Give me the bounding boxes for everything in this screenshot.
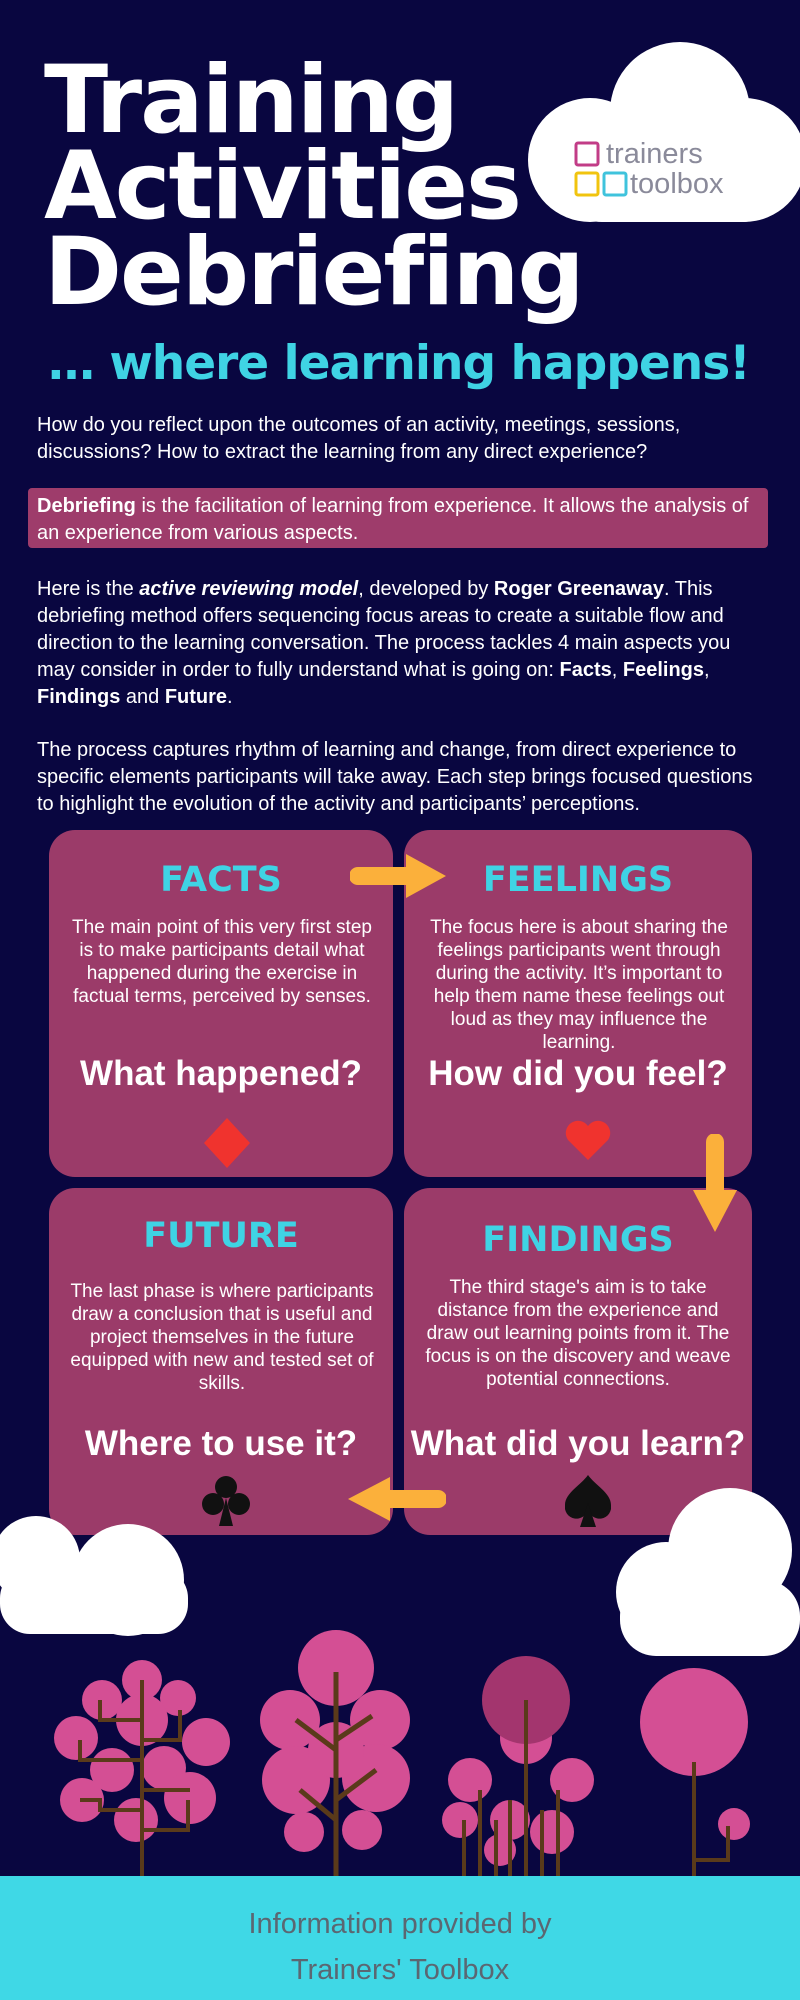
cloud-right-icon (616, 1488, 800, 1656)
tree-4 (640, 1668, 750, 1900)
definition-text: Debriefing is the facilitation of learni… (37, 493, 767, 547)
card-facts-desc: The main point of this very first step i… (72, 917, 372, 1007)
footer-line-2: Trainers' Toolbox (290, 1954, 510, 1986)
rhythm-paragraph: The process captures rhythm of learning … (37, 739, 753, 815)
footer-band (0, 1876, 800, 2000)
definition-term: Debriefing (37, 495, 136, 517)
tree-1 (54, 1660, 230, 1900)
period: . (227, 686, 233, 708)
card-facts: FACTS The main point of this very first … (49, 830, 393, 1177)
heart-icon (565, 1120, 611, 1160)
card-findings-desc: The third stage's aim is to take distanc… (425, 1277, 731, 1390)
arrow-down-icon (693, 1134, 737, 1232)
card-future: FUTURE The last phase is where participa… (49, 1188, 393, 1535)
card-feelings-desc: The focus here is about sharing the feel… (430, 917, 728, 1053)
diamond-icon (204, 1118, 250, 1168)
card-findings-title: FINDINGS (482, 1220, 674, 1260)
title-line-2: Activities (44, 132, 522, 241)
club-icon (202, 1476, 250, 1526)
arrow-right-icon (350, 854, 446, 898)
card-future-question: Where to use it? (84, 1424, 358, 1463)
and-text: and (120, 686, 165, 708)
tagline: … where learning happens! (48, 336, 751, 391)
card-findings-question: What did you learn? (410, 1424, 746, 1463)
definition-rest: is the facilitation of learning from exp… (37, 495, 749, 544)
arrow-left-icon (348, 1477, 446, 1521)
model-text-3: . This debriefing method offers sequenci… (37, 578, 731, 681)
tree-3 (442, 1656, 594, 1890)
card-feelings-title: FEELINGS (482, 860, 674, 900)
term-feelings: Feelings (622, 659, 705, 681)
card-feelings-question: How did you feel? (428, 1054, 728, 1093)
spade-icon (565, 1475, 611, 1527)
title-line-1: Training (44, 46, 459, 155)
model-name: active reviewing model (139, 578, 359, 600)
card-future-title: FUTURE (143, 1216, 299, 1256)
logo-line-2: toolbox (630, 168, 724, 200)
model-text-2: , developed by (358, 578, 494, 600)
logo-line-1: trainers (606, 138, 703, 170)
card-findings: FINDINGS The third stage's aim is to tak… (404, 1188, 752, 1535)
card-future-desc: The last phase is where participants dra… (70, 1281, 374, 1394)
term-findings: Findings (37, 686, 121, 708)
model-paragraph: Here is the active reviewing model, deve… (37, 576, 772, 711)
logo-squares-icon (574, 141, 628, 197)
model-text-1: Here is the (37, 578, 140, 600)
footer-line-1: Information provided by (248, 1908, 552, 1940)
card-facts-question: What happened? (80, 1054, 362, 1093)
intro-question: How do you reflect upon the outcomes of … (37, 414, 681, 463)
cloud-left-icon (0, 1516, 188, 1636)
page-title: Training Activities Debriefing (44, 46, 585, 327)
card-facts-title: FACTS (160, 860, 282, 900)
tree-2 (260, 1630, 410, 1900)
sep-1: , (611, 659, 623, 681)
trees-illustration (54, 1630, 750, 1900)
term-future: Future (164, 686, 228, 708)
model-author: Roger Greenaway (493, 578, 664, 600)
sep-2: , (704, 659, 710, 681)
cloud-icon (528, 42, 800, 222)
logo-cloud: trainers toolbox (512, 32, 800, 234)
card-feelings: FEELINGS The focus here is about sharing… (404, 830, 752, 1177)
term-facts: Facts (559, 659, 612, 681)
title-line-3: Debriefing (44, 218, 585, 327)
definition-highlight (28, 488, 768, 548)
